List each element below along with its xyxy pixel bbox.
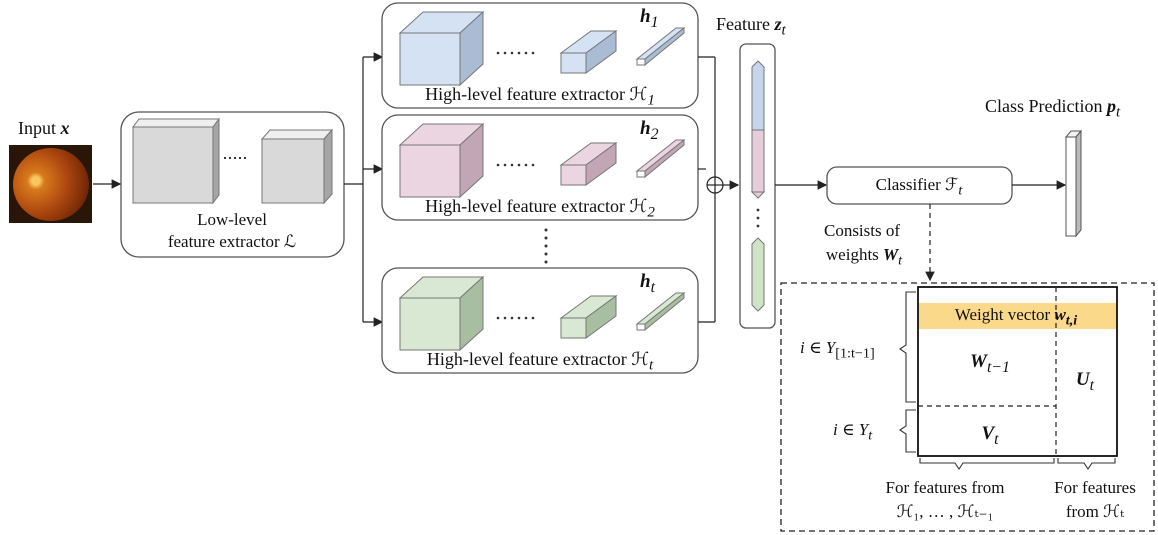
col-label-new-1: For features — [1054, 478, 1136, 497]
high-level-caption-h1: High-level feature extractor ℋ1 — [425, 84, 655, 111]
high-level-caption-text: High-level feature extractor ℋ — [426, 349, 650, 369]
w-prev-var: W — [970, 351, 987, 372]
low-level-cube-small — [260, 128, 334, 205]
feature-sub: 1 — [650, 13, 659, 31]
feature-z-label: Feature zt — [716, 14, 786, 41]
feature-var: h — [640, 6, 651, 27]
v-label: Vt — [981, 424, 998, 450]
feature-sub: 2 — [650, 125, 659, 143]
weight-vector-text: Weight vector — [954, 305, 1055, 324]
class-prediction-text: Class Prediction — [985, 96, 1107, 116]
col-brace-new — [1057, 458, 1116, 470]
feature-z-sub: t — [781, 22, 786, 39]
row-label-new: i ∈ Yt — [833, 420, 872, 445]
feature-var: h — [640, 271, 651, 292]
u-var: U — [1075, 369, 1090, 390]
weights-note-line1: Consists of — [823, 221, 901, 240]
high-level-caption-text: High-level feature extractor ℋ — [425, 84, 648, 104]
feature-label-h2: h2 — [640, 119, 659, 145]
class-prediction-label: Class Prediction pt — [985, 96, 1120, 123]
row-brace-new — [899, 409, 916, 453]
low-level-cube-large — [132, 117, 220, 205]
high-level-caption-ht: High-level feature extractor ℋt — [427, 349, 653, 376]
col-label-old-1: For features from — [885, 478, 1005, 497]
retina-input-image — [9, 145, 92, 223]
branch-lines — [344, 52, 384, 327]
row-brace-prev — [899, 291, 916, 403]
col-label-new-2: from ℋₜ — [1065, 502, 1125, 521]
weight-vector-sub: t,i — [1065, 312, 1078, 329]
col-label-old-2: ℋ₁, … , ℋₜ₋₁ — [896, 502, 994, 521]
feature-z-ellipsis — [756, 208, 760, 228]
low-level-ellipsis: ····· — [222, 148, 248, 168]
high-level-extractor-h1 — [381, 2, 699, 109]
merge-lines — [698, 56, 740, 323]
weight-matrix — [917, 286, 1118, 457]
concat-symbol — [706, 176, 724, 194]
prediction-bar — [1064, 129, 1083, 238]
feature-z-segments — [750, 60, 766, 312]
u-sub: t — [1089, 376, 1095, 394]
col-brace-old — [919, 458, 1055, 470]
row-label-prev: i ∈ Y[1:t−1] — [800, 338, 875, 363]
input-var: x — [60, 118, 70, 138]
row-label-new-sub: t — [868, 427, 873, 444]
weights-note-sub: t — [898, 252, 903, 269]
w-prev-sub: t−1 — [986, 358, 1010, 376]
v-sub: t — [994, 430, 999, 448]
class-prediction-sub: t — [1116, 104, 1121, 121]
input-label: Input x — [18, 118, 70, 138]
high-level-extractor-ht — [381, 267, 699, 374]
high-level-caption-h2: High-level feature extractor ℋ2 — [425, 196, 655, 223]
classifier-text: Classifier ℱ — [875, 175, 959, 194]
feature-label-ht: ht — [640, 272, 655, 298]
class-prediction-var: p — [1107, 96, 1116, 116]
feature-z-var: z — [774, 14, 782, 34]
high-level-extractor-h2 — [381, 114, 699, 221]
weight-vector-highlight — [918, 303, 1117, 329]
classifier-label: Classifier ℱt — [876, 175, 963, 200]
weights-note-var: W — [883, 245, 899, 264]
input-label-text: Input — [18, 118, 61, 138]
row-label-prev-text: i ∈ Y — [800, 338, 836, 357]
weights-note-text: weights — [825, 245, 884, 264]
weights-note-line2: weights Wt — [826, 245, 902, 270]
low-level-label-1: Low-level — [197, 210, 267, 229]
u-label: Ut — [1076, 370, 1094, 396]
classifier-sub: t — [958, 182, 963, 199]
high-level-caption-text: High-level feature extractor ℋ — [425, 196, 648, 216]
w-prev-label: Wt−1 — [970, 352, 1010, 378]
high-level-caption-sub: t — [649, 357, 654, 374]
feature-label-h1: h1 — [640, 7, 659, 33]
row-label-new-text: i ∈ Y — [833, 420, 869, 439]
weight-vector-var: w — [1054, 305, 1066, 324]
low-level-label-2: feature extractor ℒ — [167, 232, 297, 251]
v-var: V — [981, 423, 995, 444]
feature-z-text: Feature — [716, 14, 775, 34]
extractor-ellipsis — [544, 228, 548, 264]
feature-sub: t — [650, 278, 655, 296]
weight-vector-label: Weight vector wt,i — [955, 305, 1077, 330]
high-level-caption-sub: 1 — [647, 92, 655, 109]
row-label-prev-sub: [1:t−1] — [835, 345, 875, 362]
feature-var: h — [640, 118, 651, 139]
high-level-caption-sub: 2 — [647, 204, 655, 221]
